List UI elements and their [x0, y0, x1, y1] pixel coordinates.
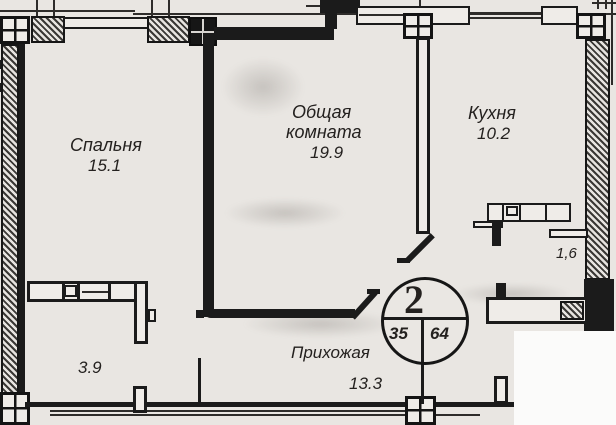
door-frame-line	[198, 358, 201, 404]
wall-stub	[133, 386, 147, 413]
column-cross	[403, 13, 433, 39]
stamp-area-total: 64	[430, 324, 449, 343]
wall-left-hatched	[1, 44, 19, 396]
column-cross	[405, 396, 436, 425]
balcony-tick	[597, 0, 599, 9]
balcony-tick	[151, 0, 153, 17]
stove-symbol	[506, 206, 518, 216]
counter-divider	[502, 203, 504, 222]
fixture-divider	[62, 281, 65, 302]
counter-stem	[492, 221, 501, 246]
wall-foot	[196, 310, 204, 318]
door-jamb	[148, 309, 156, 322]
sink-symbol	[64, 285, 77, 297]
wall-bottom	[25, 402, 515, 407]
label-loggia-area: 1,6	[556, 245, 577, 262]
column-cross	[576, 13, 606, 39]
wall-stem	[496, 283, 506, 299]
door-leaf-cap	[397, 258, 410, 263]
label-living-1: Общая	[292, 102, 352, 122]
wall-living-kitchen	[416, 37, 430, 234]
balcony-tick	[36, 0, 38, 17]
wall-top-segment	[320, 0, 360, 13]
balcony-tick	[605, 0, 607, 9]
balcony-tick	[168, 0, 170, 17]
label-kitchen-area: 10.2	[477, 124, 511, 143]
window-line	[470, 17, 544, 19]
fixture-divider	[77, 281, 80, 302]
balcony-tick	[53, 0, 55, 17]
stamp-divider-horizontal	[384, 317, 466, 320]
label-bath-area: 3.9	[78, 358, 102, 377]
stamp-rooms-count: 2	[404, 277, 424, 322]
stamp-circle	[381, 277, 469, 365]
window-glazing-line	[359, 14, 403, 16]
window-kitchen	[541, 6, 578, 25]
wall-hatched-pier	[31, 16, 65, 43]
column-cross	[0, 16, 30, 44]
window-bedroom	[63, 17, 149, 29]
wall-stub-t	[494, 376, 508, 404]
fixture-divider	[108, 281, 111, 302]
wall-hatched-block	[560, 301, 584, 320]
outside-area	[514, 331, 616, 425]
label-hall: Прихожая	[291, 343, 370, 362]
counter-ledge	[549, 229, 588, 238]
wall-right-corner	[584, 279, 614, 331]
scan-smudge	[222, 58, 304, 116]
label-living-2: комната	[286, 122, 362, 142]
label-kitchen: Кухня	[468, 103, 516, 123]
outer-line	[592, 2, 616, 4]
wall-left-inner	[19, 44, 25, 396]
wall-step	[325, 9, 337, 29]
bath-wall-right	[134, 281, 148, 344]
stamp-divider-vertical	[421, 320, 424, 362]
window-line	[470, 12, 544, 14]
wall-bottom-line	[50, 410, 406, 412]
label-bedroom: Спальня	[70, 135, 142, 155]
outer-line	[0, 10, 135, 12]
fixture-line	[82, 291, 108, 293]
wall-hatched-pier	[147, 16, 190, 43]
door-leaf-cap	[367, 289, 380, 294]
counter-shelf	[473, 221, 503, 228]
counter-divider	[545, 203, 547, 222]
wall-bedroom-living	[203, 33, 214, 317]
wall-right-hatched	[585, 39, 610, 280]
kitchen-counter	[487, 203, 571, 222]
label-bedroom-area: 15.1	[88, 156, 122, 175]
counter-divider	[519, 203, 521, 222]
wall-hall-top	[203, 309, 355, 318]
column-cross	[0, 392, 30, 425]
stamp-leader-line	[421, 363, 424, 404]
scan-smudge	[225, 198, 345, 228]
label-living-area: 19.9	[310, 143, 344, 162]
wall-living-top	[214, 27, 334, 40]
outer-edge-line	[611, 0, 613, 85]
stamp-area-living: 35	[389, 324, 408, 343]
label-hall-area: 13.3	[349, 374, 383, 393]
wall-bottom-line	[50, 414, 480, 416]
